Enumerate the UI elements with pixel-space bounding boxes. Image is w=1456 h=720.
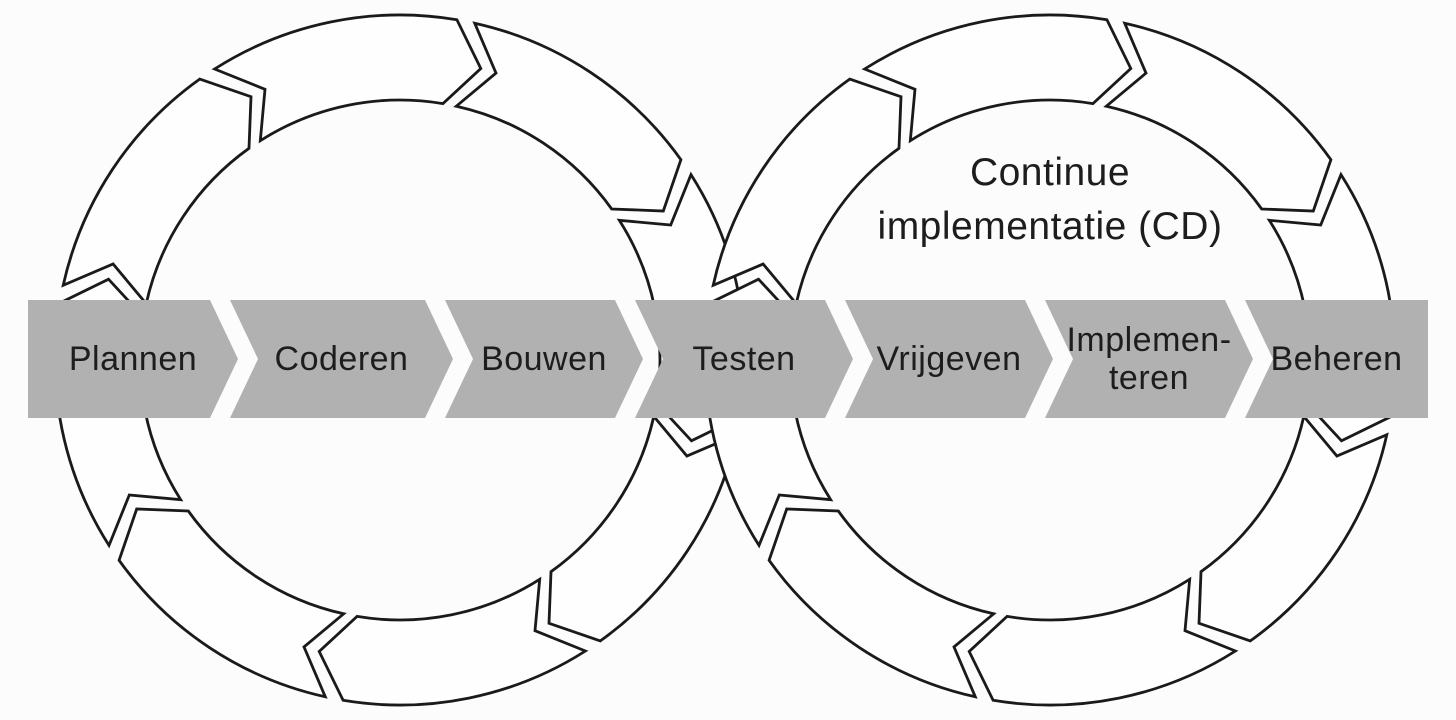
loop-arrow-segment — [317, 576, 589, 707]
loop-arrow-segment — [967, 576, 1239, 707]
stage-label-coderen: Coderen — [274, 339, 409, 378]
stage-label-plannen: Plannen — [68, 339, 198, 378]
loop-arrow-segment — [711, 77, 903, 307]
loop-arrow-segment — [1197, 413, 1389, 643]
loop-arrow-segment — [861, 13, 1133, 144]
stage-label-testen: Testen — [692, 339, 796, 378]
stage-label-vrijgeven: Vrijgeven — [876, 339, 1022, 378]
cd-loop-title: Continue implementatie (CD) — [877, 151, 1223, 248]
stage-chevron-implementeren: Implemen- teren — [1045, 300, 1253, 418]
loop-arrow-segment — [61, 77, 253, 307]
stage-chevron-plannen: Plannen — [28, 300, 238, 418]
stage-chevron-coderen: Coderen — [230, 300, 453, 418]
stage-label-bouwen: Bouwen — [481, 339, 607, 378]
stage-chevron-bouwen: Bouwen — [445, 300, 643, 418]
stage-label-implementeren: Implemen- teren — [1066, 320, 1232, 397]
stage-chevron-vrijgeven: Vrijgeven — [845, 300, 1053, 418]
loop-arrow-segment — [767, 507, 997, 699]
loop-arrow-segment — [211, 13, 483, 144]
pipeline-band: Plannen Coderen Bouwen Testen Vrijgeven … — [0, 300, 1456, 418]
stage-label-beheren: Beheren — [1270, 339, 1403, 378]
loop-arrow-segment — [117, 507, 347, 699]
stage-chevron-beheren: Beheren — [1245, 300, 1428, 418]
loop-arrow-segment — [547, 413, 739, 643]
stage-chevron-testen: Testen — [635, 300, 853, 418]
loop-arrow-segment — [453, 21, 683, 213]
loop-arrow-segment — [1103, 21, 1333, 213]
